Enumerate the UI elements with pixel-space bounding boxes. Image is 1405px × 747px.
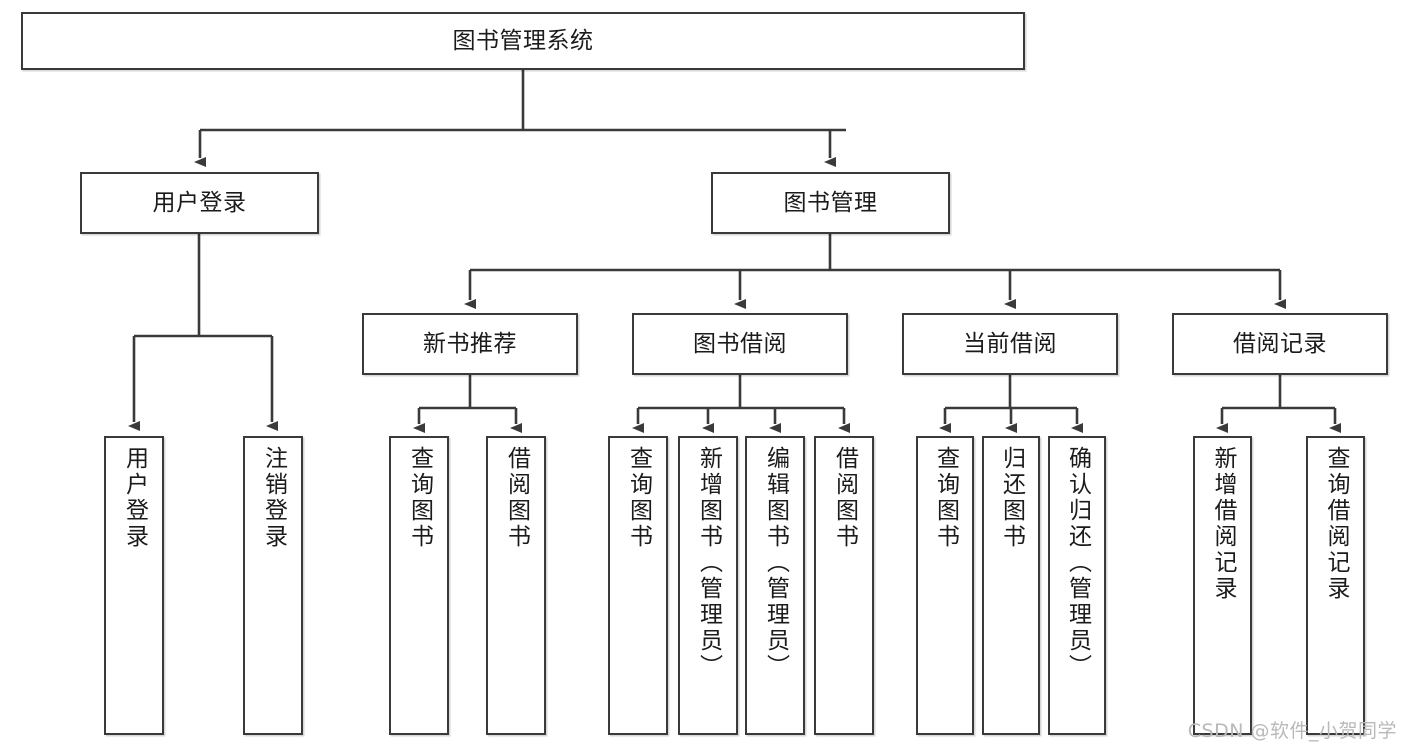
leaf-user-login[interactable]: 用户登录 <box>104 436 164 735</box>
leaf-query-book-borrow[interactable]: 查询图书 <box>608 436 668 735</box>
leaf-edit-book-admin[interactable]: 编辑图书（管理员） <box>745 436 805 735</box>
node-book-management-label: 图书管理 <box>783 189 878 216</box>
node-borrow-record-label: 借阅记录 <box>1233 330 1327 357</box>
leaf-add-book-admin-label: 新增图书（管理员） <box>695 446 722 680</box>
node-book-borrow-label: 图书借阅 <box>693 330 787 357</box>
leaf-return-book-label: 归还图书 <box>998 446 1025 550</box>
leaf-query-borrow-record[interactable]: 查询借阅记录 <box>1306 436 1365 735</box>
node-borrow-record[interactable]: 借阅记录 <box>1172 313 1388 375</box>
leaf-query-book-current[interactable]: 查询图书 <box>916 436 974 735</box>
leaf-user-login-label: 用户登录 <box>121 446 148 550</box>
leaf-add-book-admin[interactable]: 新增图书（管理员） <box>678 436 738 735</box>
leaf-query-book-new[interactable]: 查询图书 <box>389 436 449 735</box>
node-user-login[interactable]: 用户登录 <box>80 172 319 234</box>
leaf-query-book-current-label: 查询图书 <box>932 446 959 550</box>
leaf-confirm-return-admin[interactable]: 确认归还（管理员） <box>1048 436 1106 735</box>
leaf-confirm-return-admin-label: 确认归还（管理员） <box>1064 446 1091 680</box>
leaf-query-borrow-record-label: 查询借阅记录 <box>1323 446 1349 602</box>
node-current-borrow-label: 当前借阅 <box>963 330 1057 357</box>
leaf-add-borrow-record-label: 新增借阅记录 <box>1210 446 1236 602</box>
leaf-borrow-book-new-label: 借阅图书 <box>503 446 530 550</box>
leaf-add-borrow-record[interactable]: 新增借阅记录 <box>1193 436 1252 735</box>
node-root[interactable]: 图书管理系统 <box>21 12 1025 70</box>
node-user-login-label: 用户登录 <box>152 189 247 216</box>
leaf-borrow-book-new[interactable]: 借阅图书 <box>486 436 546 735</box>
leaf-borrow-book[interactable]: 借阅图书 <box>814 436 874 735</box>
leaf-user-logout-label: 注销登录 <box>260 446 287 550</box>
node-new-book-recommend-label: 新书推荐 <box>423 330 517 357</box>
leaf-query-book-new-label: 查询图书 <box>406 446 433 550</box>
leaf-borrow-book-label: 借阅图书 <box>831 446 858 550</box>
leaf-query-book-borrow-label: 查询图书 <box>625 446 652 550</box>
node-new-book-recommend[interactable]: 新书推荐 <box>362 313 578 375</box>
node-root-label: 图书管理系统 <box>452 27 594 54</box>
node-book-management[interactable]: 图书管理 <box>711 172 950 234</box>
leaf-user-logout[interactable]: 注销登录 <box>243 436 303 735</box>
leaf-edit-book-admin-label: 编辑图书（管理员） <box>762 446 789 680</box>
node-current-borrow[interactable]: 当前借阅 <box>902 313 1118 375</box>
leaf-return-book[interactable]: 归还图书 <box>982 436 1040 735</box>
node-book-borrow[interactable]: 图书借阅 <box>632 313 848 375</box>
